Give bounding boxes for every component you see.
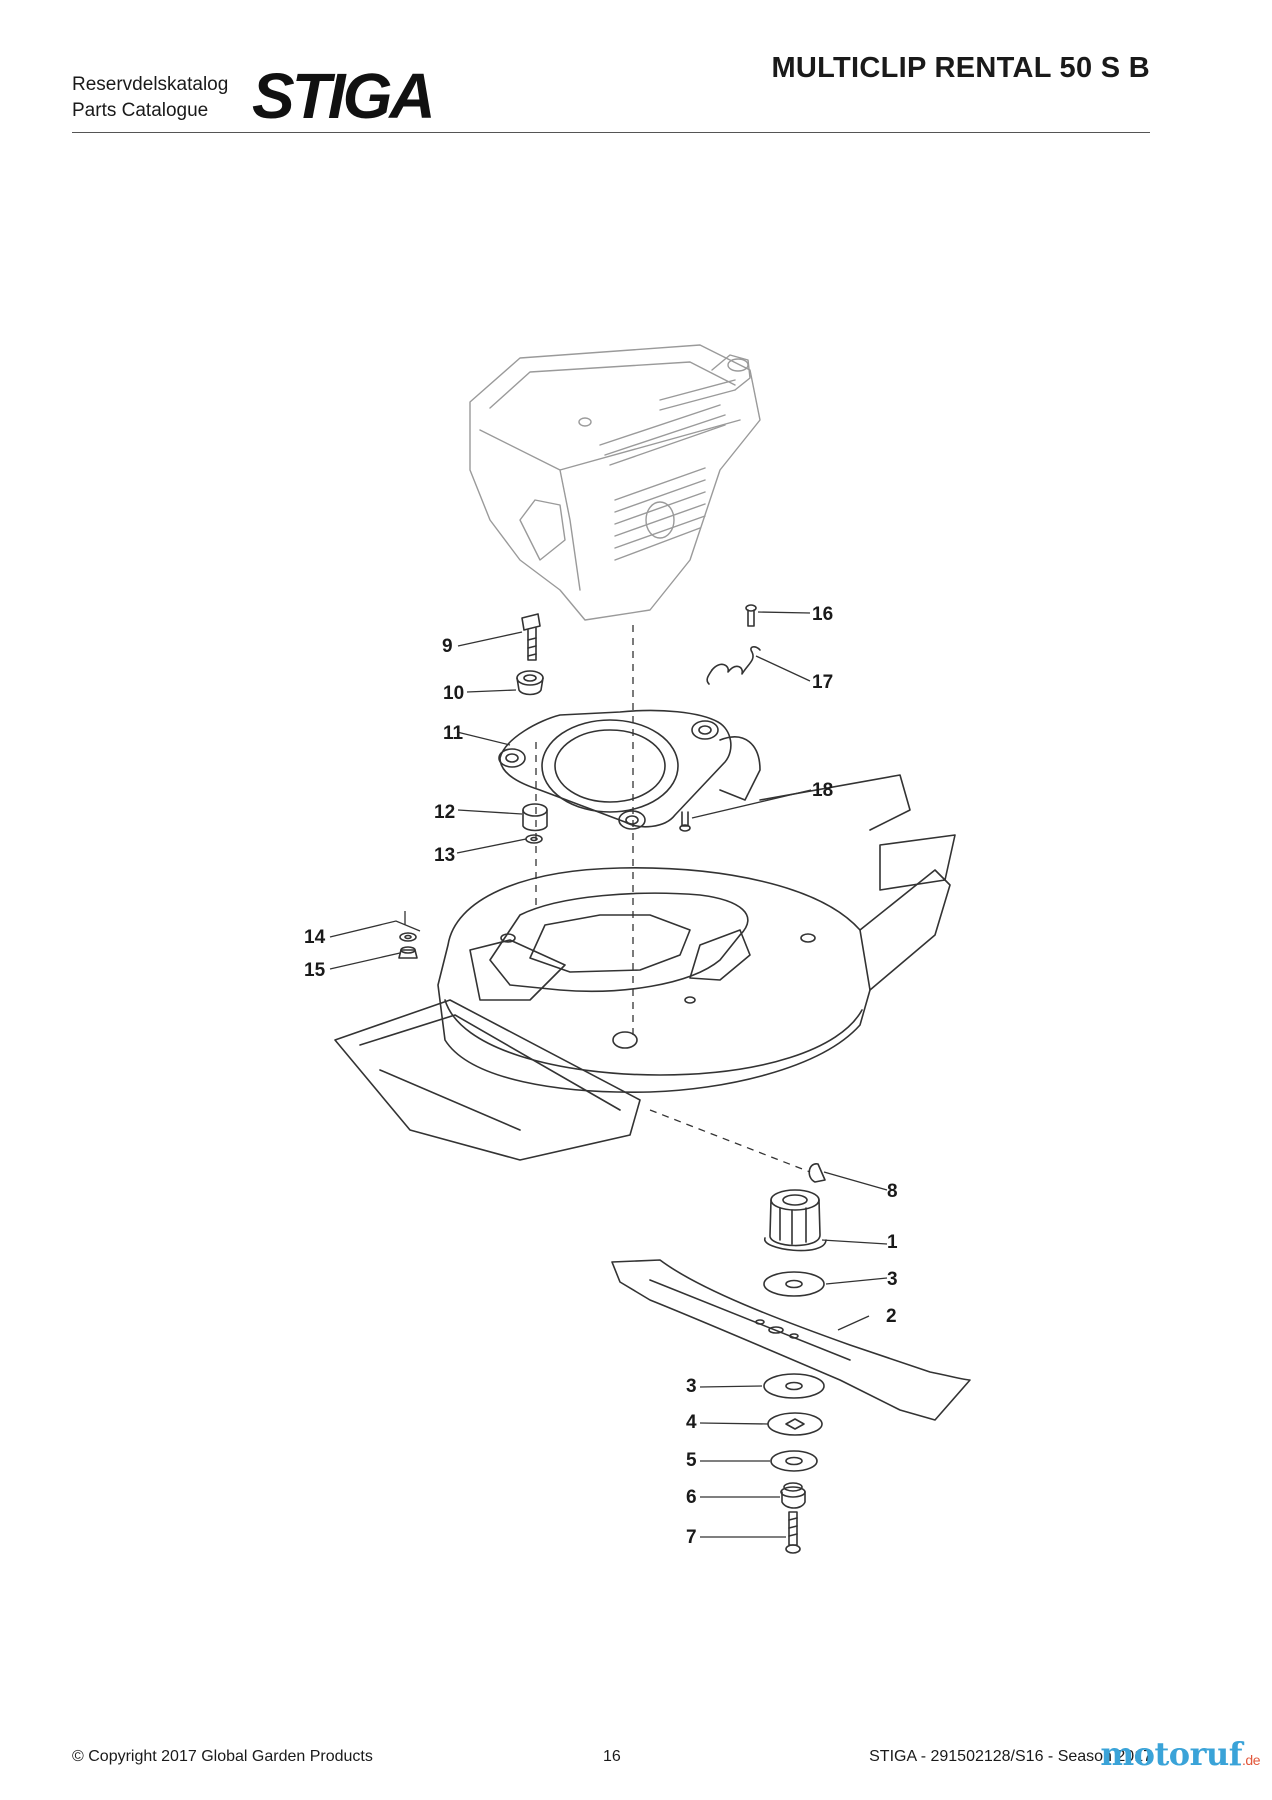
callout-numbers: 1 2 3 3 4 5 6 7 8 9 10 11 12 13 14 15 16…: [304, 604, 898, 1548]
key-8: [808, 1163, 826, 1183]
bolt-9: [521, 613, 541, 661]
callout-1: 1: [887, 1232, 898, 1253]
washer-13: [525, 834, 543, 844]
washer-5: [770, 1450, 818, 1472]
blade-adapter-1: [764, 1189, 827, 1252]
callout-5: 5: [686, 1450, 697, 1471]
engine-illustration: [469, 344, 761, 621]
friction-washer-3-upper: [763, 1271, 825, 1297]
watermark-suffix: .de: [1242, 1752, 1260, 1768]
callout-2: 2: [886, 1306, 897, 1327]
leader-lines: [329, 611, 888, 1538]
footer-page-number: 16: [603, 1748, 621, 1765]
engine-mounting-plate: [498, 709, 732, 830]
callout-4: 4: [686, 1412, 697, 1433]
nut-15: [398, 946, 418, 959]
model-title: MULTICLIP RENTAL 50 S B: [771, 52, 1150, 84]
stiga-logo: STIGA: [252, 66, 436, 124]
catalog-label: Reservdelskatalog Parts Catalogue: [72, 72, 228, 124]
callout-11: 11: [443, 723, 464, 744]
footer-doc-ref: STIGA - 291502128/S16 - Season 2017: [869, 1748, 1152, 1765]
spring-17: [706, 646, 761, 685]
callout-10: 10: [443, 683, 464, 704]
callout-3b: 3: [686, 1376, 697, 1397]
catalog-label-line2: Parts Catalogue: [72, 100, 209, 121]
bushing-10: [516, 670, 544, 696]
watermark-main: motoruf: [1100, 1735, 1243, 1773]
callout-18: 18: [812, 780, 833, 801]
bolt-7: [785, 1511, 801, 1554]
screw-16: [745, 604, 757, 627]
footer-copyright: © Copyright 2017 Global Garden Products: [72, 1748, 373, 1765]
washer-14: [399, 932, 417, 942]
callout-16: 16: [812, 604, 833, 625]
catalog-label-line1: Reservdelskatalog: [72, 74, 229, 95]
callout-8: 8: [887, 1181, 898, 1202]
header-divider: [72, 132, 1150, 133]
motoruf-watermark: motoruf.de: [1100, 1735, 1260, 1773]
callout-15: 15: [304, 960, 326, 981]
cutter-blade-2: [611, 1259, 971, 1421]
callout-17: 17: [812, 672, 833, 693]
friction-washer-3-lower: [763, 1373, 825, 1399]
stiga-logo-text: STIGA: [252, 66, 433, 124]
callout-6: 6: [686, 1487, 697, 1508]
callout-13: 13: [434, 845, 455, 866]
mower-deck: [334, 736, 956, 1161]
nut-6: [780, 1482, 806, 1509]
callout-14: 14: [304, 927, 326, 948]
callout-7: 7: [686, 1527, 697, 1548]
spacer-12: [522, 803, 548, 832]
callout-12: 12: [434, 802, 455, 823]
assembly-axes: [535, 625, 811, 1173]
screw-18: [679, 811, 691, 832]
callout-9: 9: [442, 636, 453, 657]
washer-4: [767, 1412, 823, 1436]
callout-3a: 3: [887, 1269, 898, 1290]
